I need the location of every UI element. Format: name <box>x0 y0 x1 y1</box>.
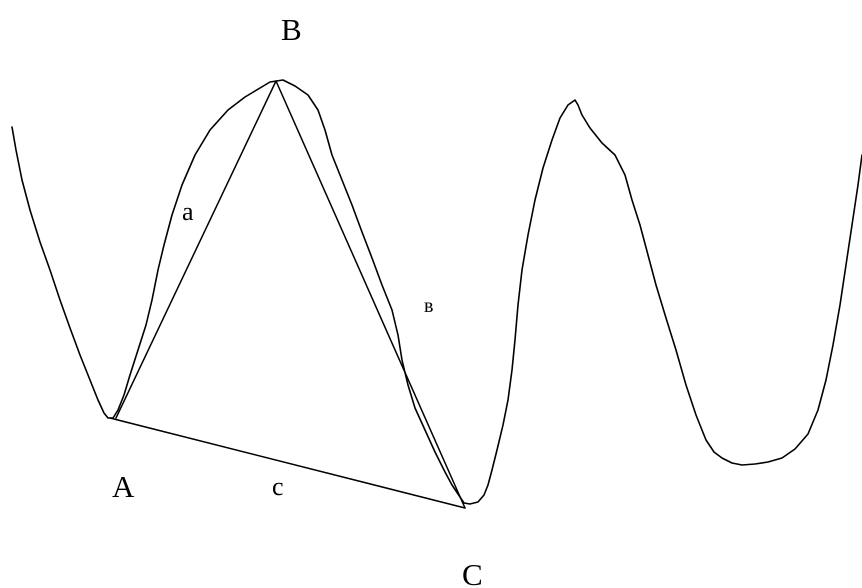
chord-ab <box>115 80 277 419</box>
side-label-right: в <box>424 295 433 317</box>
chord-ac <box>109 417 466 509</box>
profile-curve <box>11 79 862 505</box>
side-label-bottom: c <box>272 472 284 501</box>
vertex-label-top: B <box>281 12 302 47</box>
side-label-left: a <box>182 197 194 226</box>
vertex-label-bottom: C <box>462 557 483 588</box>
vertex-label-left: A <box>112 469 135 504</box>
chord-bc <box>275 80 466 509</box>
